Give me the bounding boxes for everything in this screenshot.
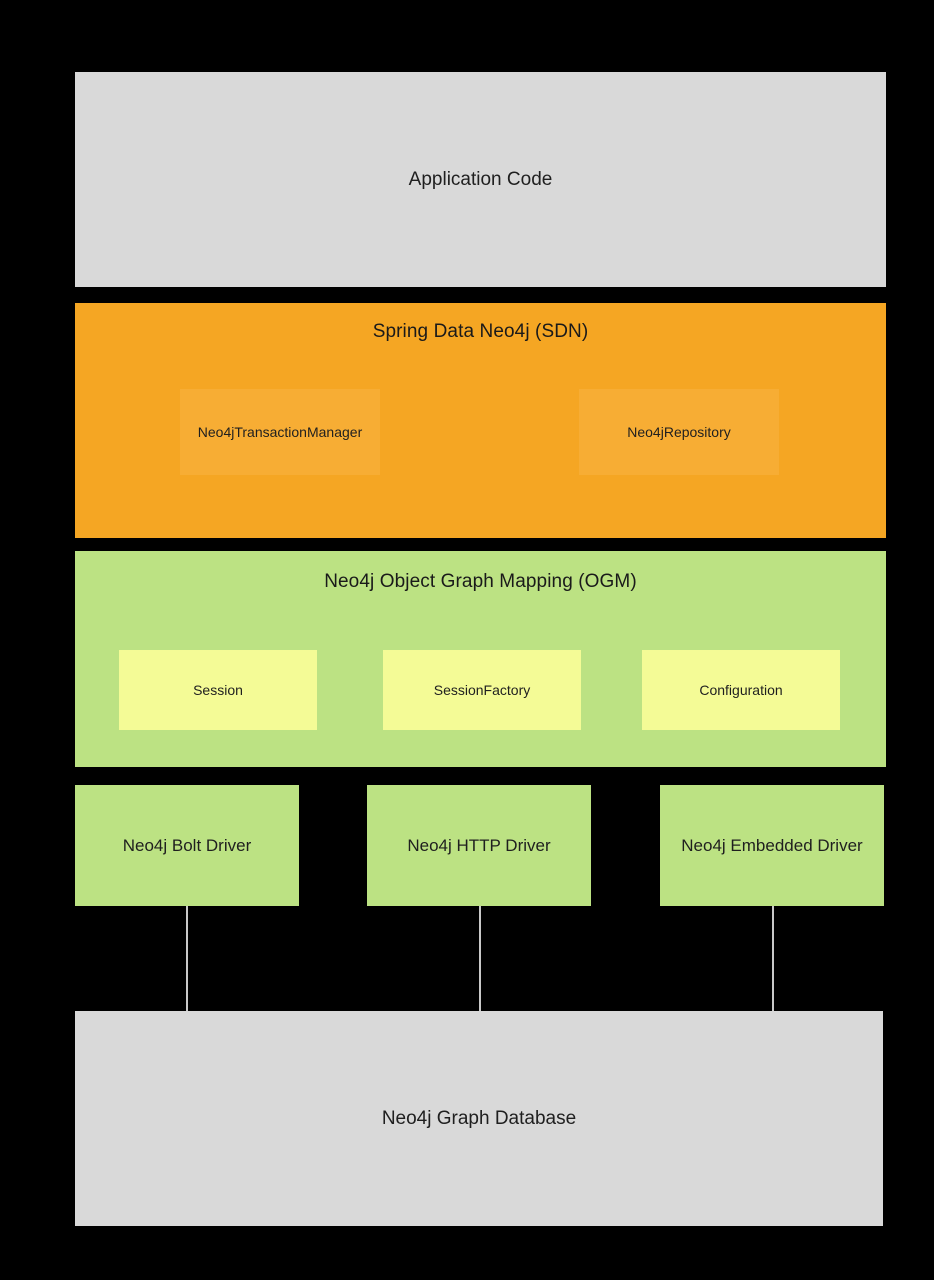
component-label: Session — [193, 682, 243, 698]
sdn-layer-title: Spring Data Neo4j (SDN) — [372, 321, 589, 342]
driver-label: Neo4j Bolt Driver — [122, 835, 252, 855]
component-neo4j-transaction-manager: Neo4jTransactionManager — [180, 389, 380, 475]
component-label: Configuration — [699, 682, 783, 698]
connector-http-to-database — [479, 906, 481, 1012]
connector-embedded-to-database — [772, 906, 774, 1012]
connector-bolt-to-database — [186, 906, 188, 1012]
layer-neo4j-graph-database: Neo4j Graph Database — [75, 1011, 883, 1226]
driver-label: Neo4j Embedded Driver — [681, 835, 863, 855]
application-code-label: Application Code — [408, 168, 553, 190]
component-session: Session — [119, 650, 317, 730]
layer-application-code: Application Code — [75, 72, 886, 287]
graph-database-label: Neo4j Graph Database — [381, 1107, 577, 1129]
component-configuration: Configuration — [642, 650, 840, 730]
component-neo4j-repository: Neo4jRepository — [579, 389, 779, 475]
driver-embedded: Neo4j Embedded Driver — [660, 785, 884, 906]
driver-bolt: Neo4j Bolt Driver — [75, 785, 299, 906]
ogm-layer-title: Neo4j Object Graph Mapping (OGM) — [324, 571, 637, 592]
layer-neo4j-ogm: Neo4j Object Graph Mapping (OGM) Session… — [75, 551, 886, 767]
component-label: Neo4jTransactionManager — [197, 424, 363, 440]
driver-label: Neo4j HTTP Driver — [407, 835, 551, 855]
driver-http: Neo4j HTTP Driver — [367, 785, 591, 906]
component-session-factory: SessionFactory — [383, 650, 581, 730]
layer-spring-data-neo4j: Spring Data Neo4j (SDN) Neo4jTransaction… — [75, 303, 886, 538]
component-label: SessionFactory — [433, 682, 531, 698]
component-label: Neo4jRepository — [627, 424, 731, 440]
